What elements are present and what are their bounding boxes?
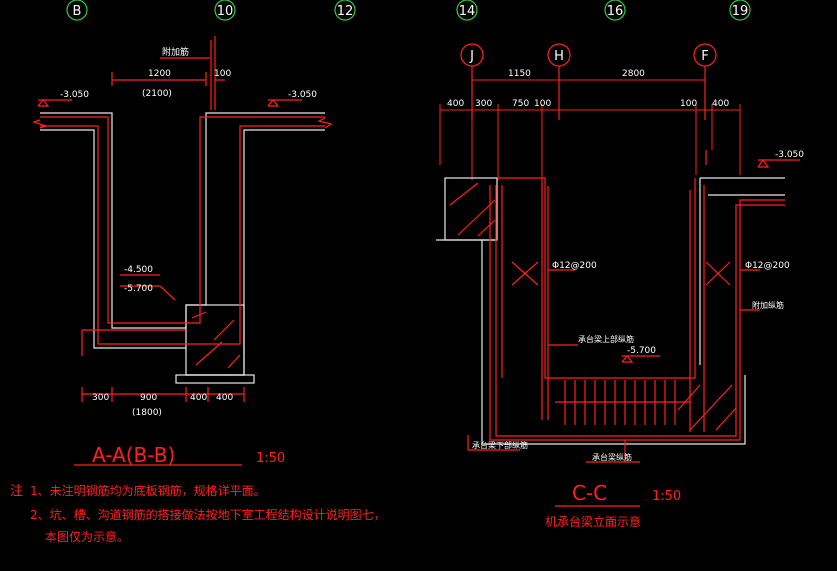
cc-callout-added: 附加纵筋 <box>752 300 784 310</box>
cc-dim-300: 300 <box>475 99 492 109</box>
aa-title: A-A(B-B) <box>92 443 175 467</box>
cc-rebar-left: Φ12@200 <box>552 261 597 271</box>
cc-dim-750: 750 <box>512 99 529 109</box>
grid-label-H: H <box>554 49 564 64</box>
cc-dim-100b: 100 <box>680 99 697 109</box>
grid-label-F: F <box>701 49 708 64</box>
notes-line-2: 2、坑、槽、沟道钢筋的搭接做法按地下室工程结构设计说明图七， <box>30 508 386 522</box>
cc-dim-1150: 1150 <box>508 69 531 79</box>
grid-label-10: 10 <box>217 4 234 19</box>
aa-dim-900: 900 <box>140 393 157 403</box>
grid-label-12: 12 <box>337 4 354 19</box>
aa-dim-2100: (2100) <box>142 89 172 99</box>
aa-dim-1800: (1800) <box>132 408 162 418</box>
cc-dim-100a: 100 <box>534 99 551 109</box>
aa-scale: 1:50 <box>256 451 285 466</box>
cc-caption: 机承台梁立面示意 <box>545 514 641 529</box>
grid-bubble-12 <box>334 0 356 21</box>
section-cc: 1150 2800 400 300 750 100 100 400 -3.050… <box>436 69 804 529</box>
aa-level-right: -3.050 <box>288 90 317 100</box>
grid-label-19: 19 <box>732 4 749 19</box>
aa-level-left: -3.050 <box>60 90 89 100</box>
cc-callout-beam-bars: 承台梁纵筋 <box>592 452 632 462</box>
aa-dim-100: 100 <box>214 69 231 79</box>
section-aa: 1200 (2100) 100 300 900 (1800) 400 400 -… <box>32 36 333 467</box>
cc-callout-top-bars: 承台梁上部纵筋 <box>578 334 634 344</box>
cc-dim-2800: 2800 <box>622 69 645 79</box>
notes-line-3: 本图仅为示意。 <box>45 530 130 544</box>
aa-rebar-label: 附加筋 <box>162 46 189 58</box>
cc-rebar-right: Φ12@200 <box>745 261 790 271</box>
aa-dim-400b: 400 <box>216 393 233 403</box>
grid-bubble-19 <box>729 0 751 21</box>
grid-bubble-10 <box>214 0 236 21</box>
grid-label-14: 14 <box>459 4 476 19</box>
notes-prefix: 注 <box>10 484 24 499</box>
grid-bubble-14 <box>456 0 478 21</box>
aa-dim-400a: 400 <box>190 393 207 403</box>
grid-label-16: 16 <box>607 4 624 19</box>
grid-label-J: J <box>469 49 474 64</box>
cc-level-5700: -5.700 <box>627 346 656 356</box>
aa-level-5700: -5.700 <box>124 284 153 294</box>
aa-dim-300: 300 <box>92 393 109 403</box>
cc-level-3050: -3.050 <box>775 150 804 160</box>
grid-bubble-16 <box>604 0 626 21</box>
notes-line-1: 1、未注明钢筋均为底板钢筋，规格详平面。 <box>30 484 266 498</box>
cc-callout-bottom-bars: 承台梁下部纵筋 <box>472 440 528 450</box>
aa-level-4500: -4.500 <box>124 265 153 275</box>
grid-label-B: B <box>73 4 82 19</box>
aa-dim-1200: 1200 <box>148 69 171 79</box>
cc-dim-400a: 400 <box>447 99 464 109</box>
cc-scale: 1:50 <box>652 489 681 504</box>
grid-bubble-B <box>66 0 88 21</box>
cc-title: C-C <box>572 481 607 505</box>
cc-dim-400b: 400 <box>712 99 729 109</box>
